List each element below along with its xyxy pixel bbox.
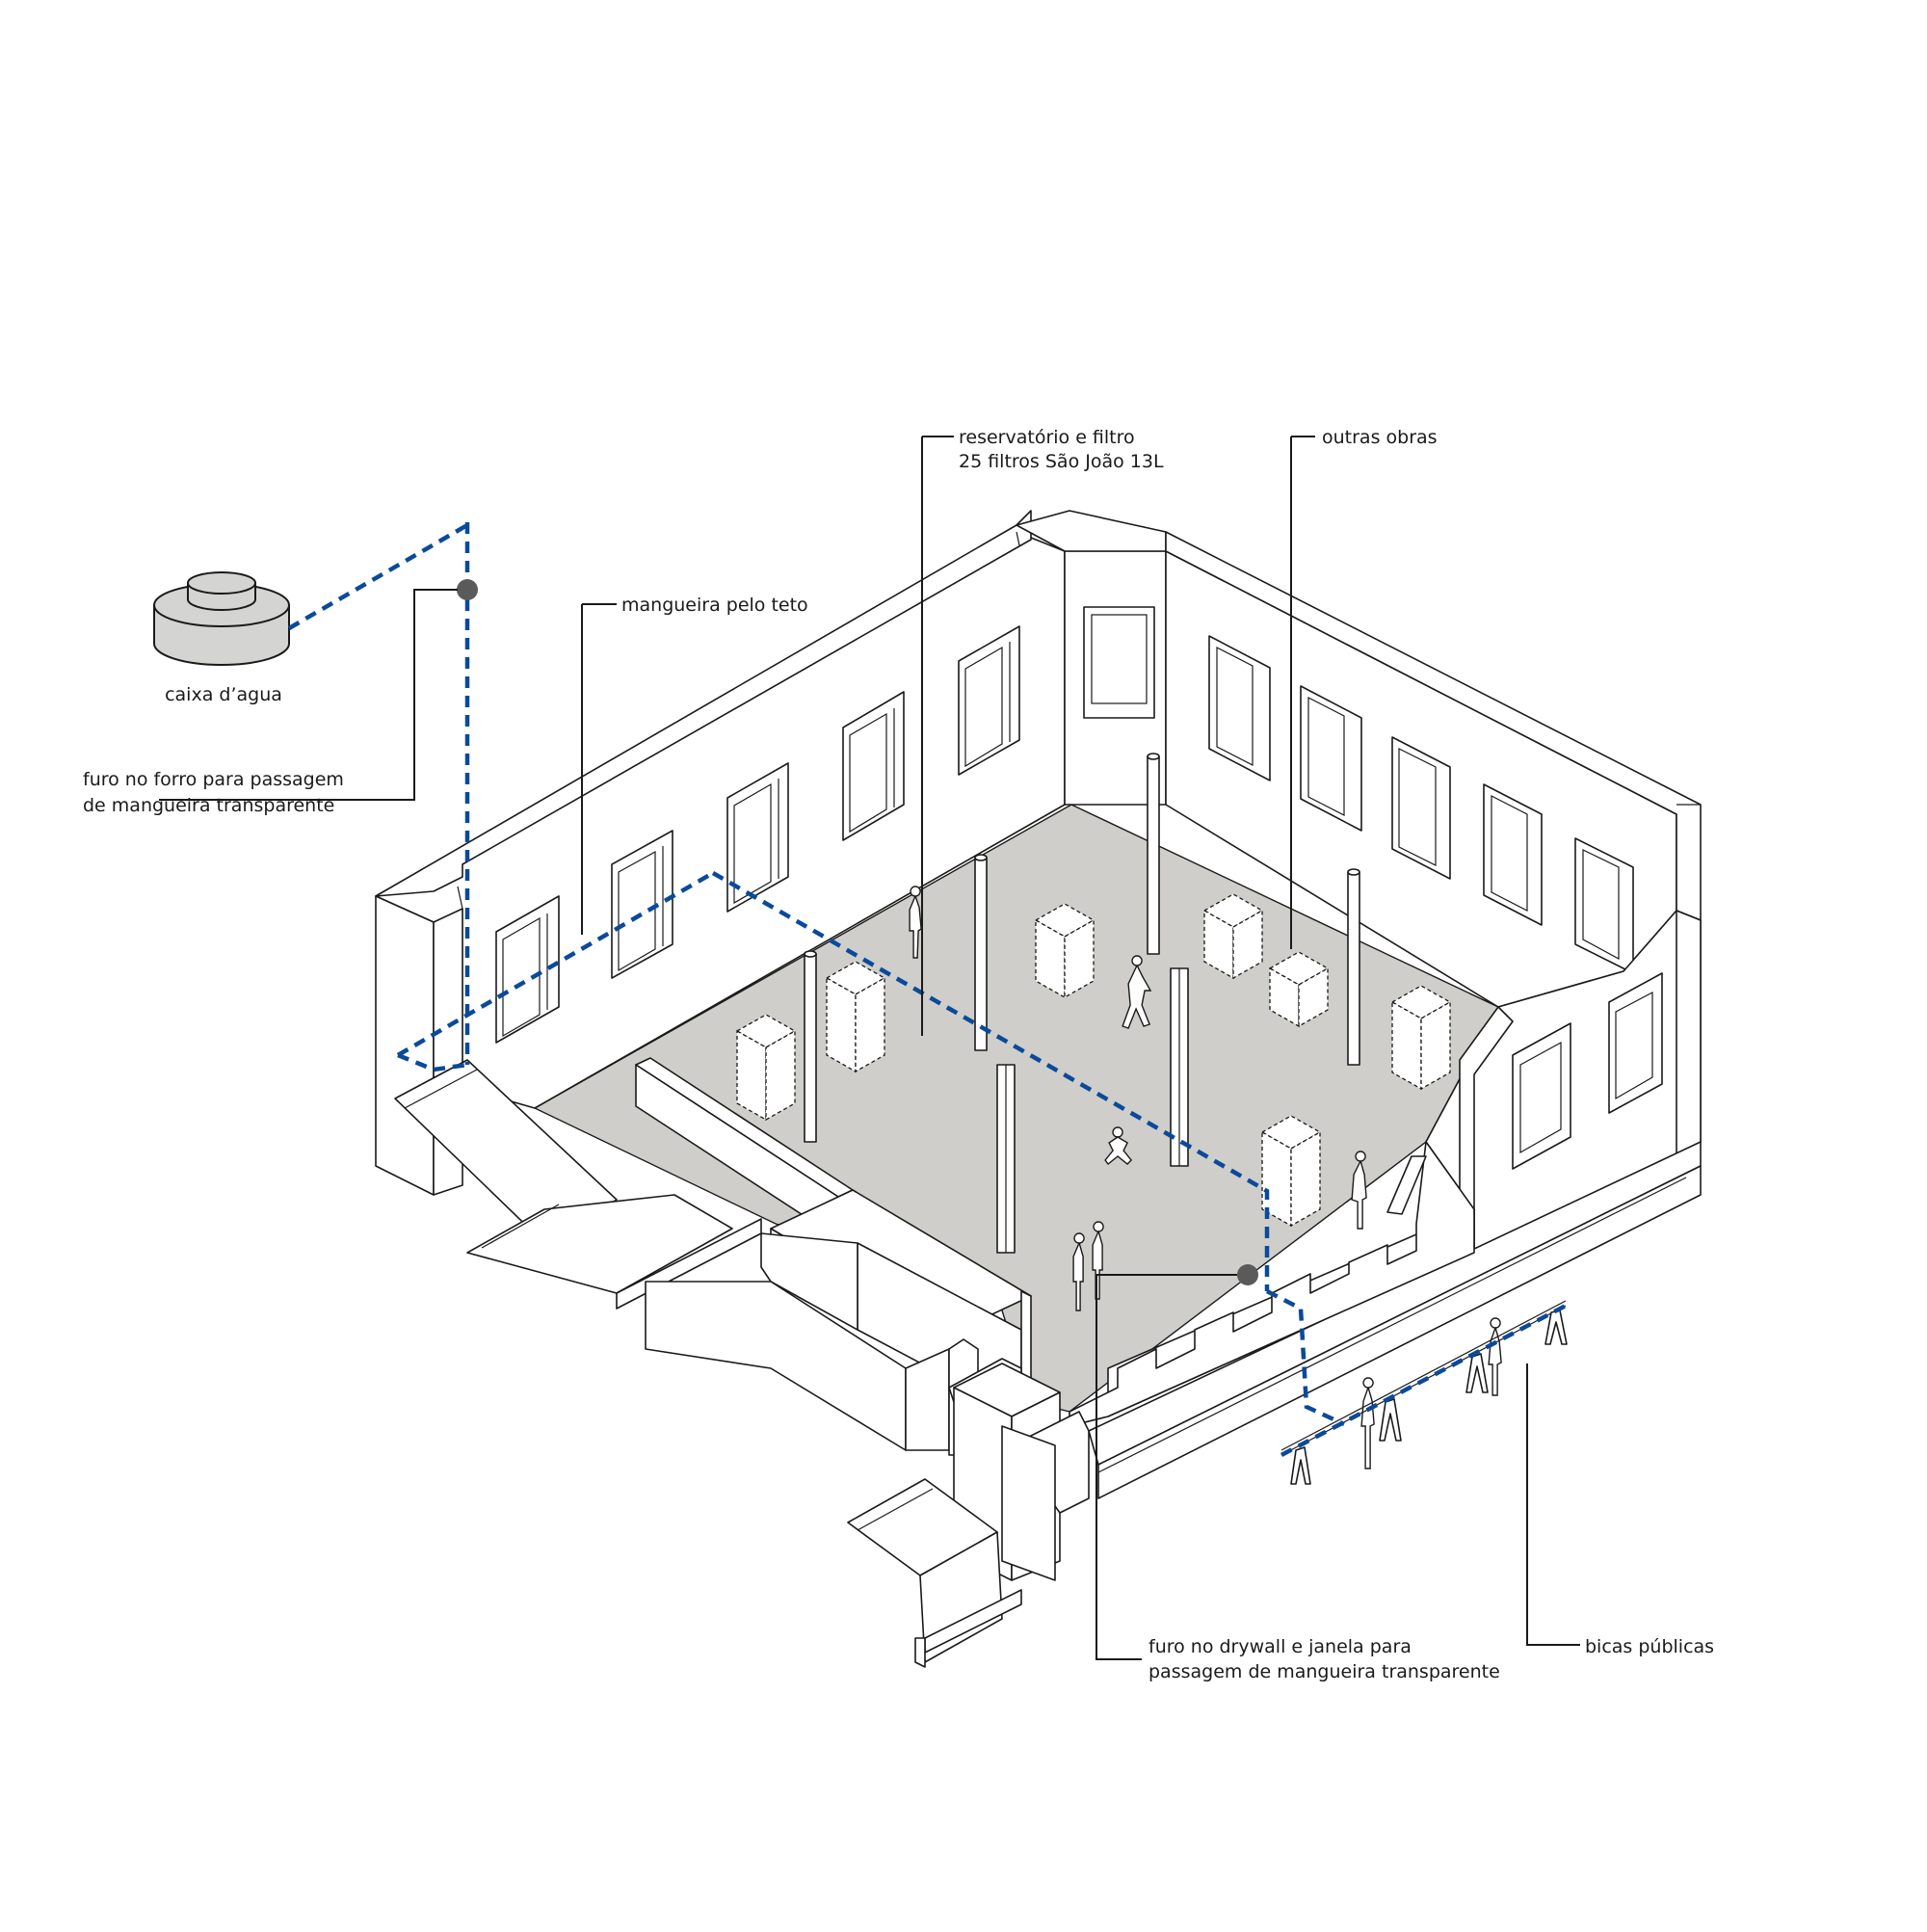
window-back-left-1 — [495, 895, 560, 1044]
columns — [804, 753, 1360, 1254]
window-back-left-3 — [726, 762, 789, 913]
trestle-3 — [1465, 1353, 1489, 1393]
column-i-beam-2 — [996, 1064, 1016, 1254]
trestle-4 — [1544, 1310, 1568, 1345]
person-8 — [1488, 1317, 1502, 1396]
ceiling-hole-label-line2: de mangueira transparente — [83, 795, 334, 816]
drywall-hole-marker — [1237, 1264, 1258, 1285]
artwork-box-4 — [1390, 985, 1452, 1091]
tank-label: caixa d’agua — [165, 684, 282, 705]
cut-wall-crenellation — [1069, 1141, 1475, 1427]
window-back-right-4 — [1483, 783, 1543, 926]
water-hose — [287, 522, 1568, 1457]
column-2 — [974, 854, 988, 1051]
person-1 — [909, 886, 922, 959]
reservoir-label-line1: reservatório e filtro — [959, 427, 1135, 448]
artwork-box-6 — [735, 1014, 797, 1122]
ceiling-hole-label-line1: furo no forro para passagem — [83, 769, 344, 790]
person-7 — [1360, 1377, 1375, 1469]
column-i-beam-1 — [1170, 967, 1189, 1167]
column-1 — [1147, 753, 1160, 955]
artwork-box-3 — [1268, 951, 1330, 1028]
hose-ceiling-label: mangueira pelo teto — [621, 595, 808, 616]
drywall-label-line2: passagem de mangueira transparente — [1148, 1661, 1500, 1682]
drywall-label-line1: furo no drywall e janela para — [1148, 1636, 1412, 1657]
window-back-left-5 — [958, 625, 1020, 776]
trestle-1 — [1290, 1446, 1311, 1485]
leader-lines — [159, 436, 1580, 1660]
ceiling-hole-marker — [457, 579, 478, 600]
person-2 — [1122, 955, 1152, 1029]
window-back-left-4 — [842, 691, 905, 841]
artwork-box-2 — [1202, 893, 1264, 980]
public-taps-label: bicas públicas — [1585, 1636, 1714, 1657]
person-5 — [1072, 1232, 1085, 1311]
trestle-2 — [1379, 1398, 1402, 1442]
window-back-right-5 — [1574, 837, 1634, 974]
other-works-label: outras obras — [1322, 427, 1438, 448]
people — [909, 886, 1502, 1469]
water-tank-icon — [153, 571, 290, 666]
lower-staircase — [847, 1478, 1022, 1668]
artwork-box-1 — [1034, 903, 1095, 999]
person-6 — [1092, 1221, 1104, 1300]
window-back-right-3 — [1391, 736, 1451, 880]
artwork-box-7 — [1260, 1115, 1322, 1228]
artwork-box-5 — [825, 961, 886, 1073]
right-end-wall — [1425, 910, 1702, 1254]
reservoir-label-line2: 25 filtros São João 13L — [959, 451, 1164, 472]
window-back-right-2 — [1300, 685, 1362, 832]
person-4 — [1351, 1151, 1367, 1230]
window-back-left-2 — [611, 830, 673, 979]
window-back-right-1 — [1208, 635, 1271, 781]
back-corner-wall — [1016, 510, 1167, 806]
window-back-corner — [1083, 606, 1155, 719]
person-3 — [1104, 1126, 1133, 1165]
column-3 — [1347, 868, 1360, 1066]
column-4 — [804, 950, 817, 1143]
artworks — [735, 893, 1452, 1228]
